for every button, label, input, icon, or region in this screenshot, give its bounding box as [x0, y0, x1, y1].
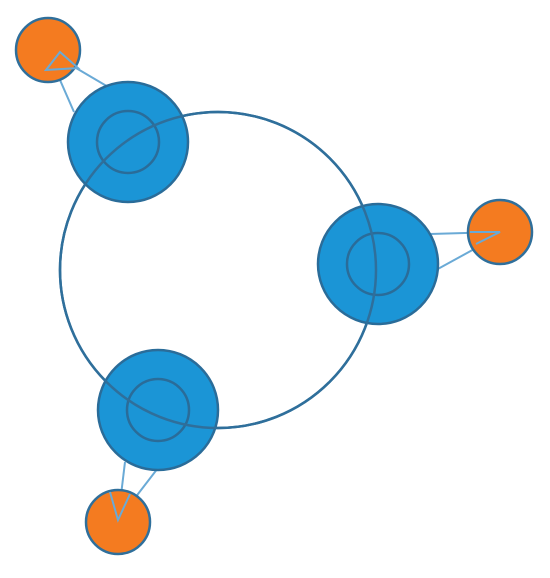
arrow-marker [43, 50, 81, 72]
blue-hub-node [96, 348, 220, 472]
orange-satellite-node [14, 16, 82, 84]
hub-inner-ring [345, 231, 411, 297]
connector-line [59, 79, 75, 113]
hub-inner-ring [125, 377, 191, 443]
blue-hub-node [316, 202, 440, 326]
arrow-marker [109, 491, 131, 523]
main-ring-overlay [58, 110, 378, 430]
arrow-marker [470, 231, 501, 245]
node-group-right [316, 198, 534, 326]
node-group-bottom-left [84, 348, 220, 556]
hub-inner-ring [95, 109, 161, 175]
blue-hub-node [66, 80, 190, 204]
connector-line [75, 67, 111, 89]
node-group-top-left [14, 16, 190, 204]
